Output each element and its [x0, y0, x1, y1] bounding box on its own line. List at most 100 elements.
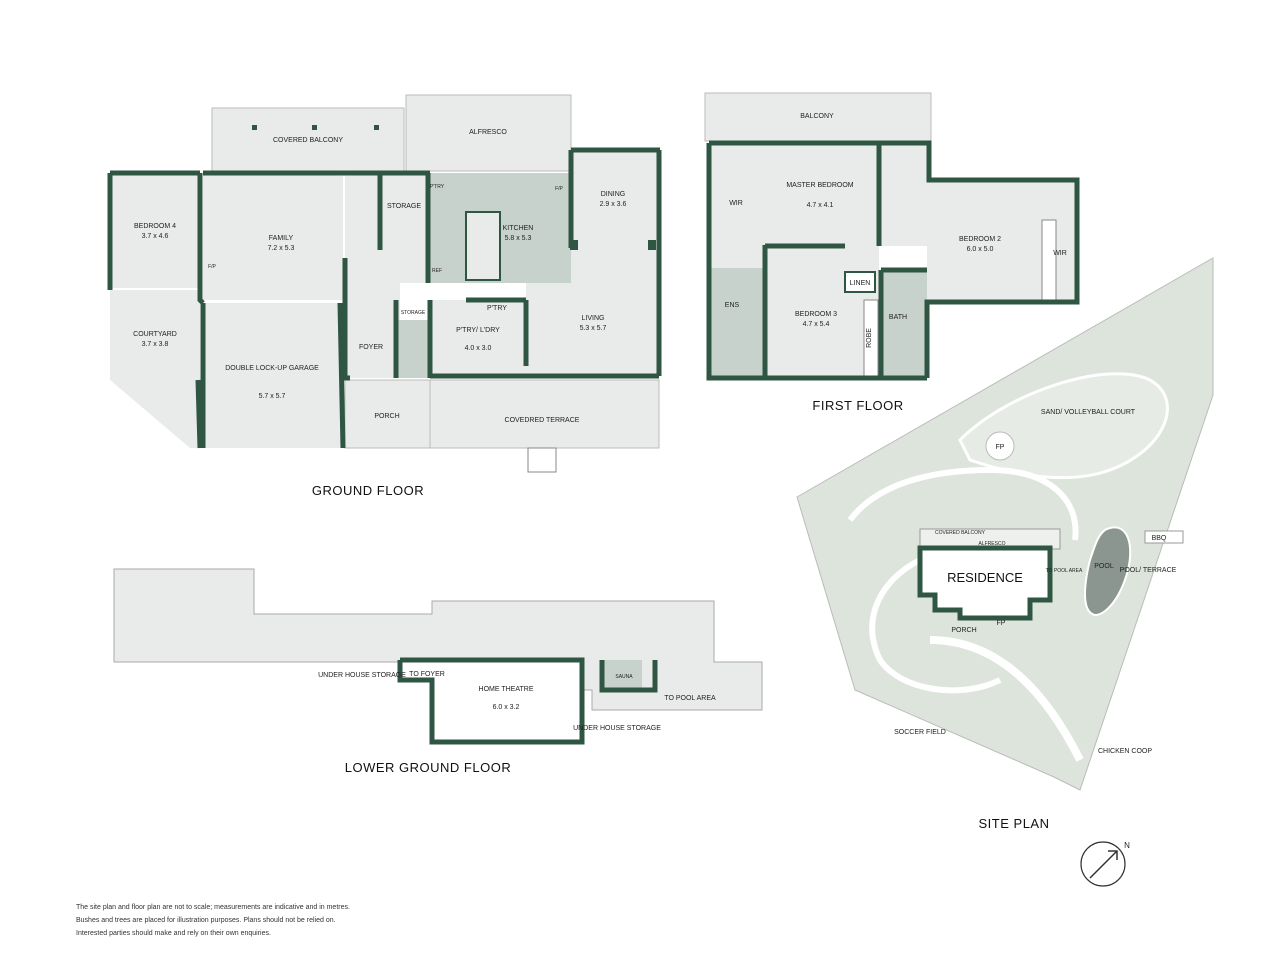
gf-family-label: FAMILY	[269, 235, 294, 242]
ff-ens-room	[709, 268, 765, 376]
gf-storage-label: STORAGE	[387, 203, 421, 210]
ff-wir2-label: WIR	[1053, 250, 1067, 257]
ff-linen-label: LINEN	[850, 280, 871, 287]
gf-bedroom4-label: BEDROOM 4	[134, 223, 176, 230]
ff-master-room	[765, 143, 879, 246]
gf-courtyard-dim: 3.7 x 3.8	[142, 341, 169, 348]
north-arrow-circle	[1080, 841, 1126, 887]
ground-floor-labels: COVERED BALCONY ALFRESCO BEDROOM 4 3.7 x…	[133, 129, 626, 498]
gf-kitchen-label: KITCHEN	[503, 225, 534, 232]
terrace-area	[429, 379, 660, 449]
ff-bath-room	[881, 270, 927, 376]
gf-ptry-small-label: P'TRY	[430, 184, 445, 190]
gf-porch-label: PORCH	[374, 413, 399, 420]
gf-living-label: LIVING	[582, 315, 605, 322]
gf-ptry-ldry-dim: 4.0 x 3.0	[465, 345, 492, 352]
gf-fp-kitchen-label: F/P	[555, 186, 563, 192]
site-pool	[1084, 526, 1132, 617]
lower-ground-floor-title: LOWER GROUND FLOOR	[345, 760, 511, 775]
gf-storage-small-label: STORAGE	[401, 310, 426, 316]
site-covered-balcony-label: COVERED BALCONY	[935, 530, 986, 536]
ff-robe-label: ROBE	[866, 328, 873, 348]
site-pool-label: POOL	[1094, 563, 1114, 570]
site-plan	[796, 257, 1214, 887]
gf-bedroom4-dim: 3.7 x 4.6	[142, 233, 169, 240]
courtyard-area	[110, 290, 200, 448]
ff-bedroom3-label: BEDROOM 3	[795, 311, 837, 318]
lgf-to-pool-label: TO POOL AREA	[664, 695, 716, 702]
site-chicken-label: CHICKEN COOP	[1098, 748, 1152, 755]
site-to-pool-label: TO POOL AREA	[1046, 568, 1083, 574]
gf-kitchen-dim: 5.8 x 5.3	[505, 235, 532, 242]
gf-ptry-ldry-label: P'TRY/ L'DRY	[456, 327, 500, 334]
gf-ptry-label: P'TRY	[487, 305, 507, 312]
disclaimer-line-3: Interested parties should make and rely …	[76, 930, 271, 937]
site-residence	[917, 545, 1053, 621]
ff-bedroom2-dim: 6.0 x 5.0	[967, 246, 994, 253]
north-label: N	[1124, 841, 1130, 850]
site-fp2-label: FP	[997, 620, 1006, 627]
lower-ground-floor-plan	[113, 568, 763, 745]
gf-foyer-label: FOYER	[359, 344, 383, 351]
gf-dining-dim: 2.9 x 3.6	[600, 201, 627, 208]
ground-floor-title: GROUND FLOOR	[312, 483, 424, 498]
covered-balcony-area	[211, 107, 405, 172]
lgf-to-foyer-label: TO FOYER	[409, 671, 445, 678]
site-fp-circle	[985, 431, 1015, 461]
ff-wir2	[1041, 219, 1057, 303]
alfresco-area	[405, 94, 572, 172]
site-volleyball-label: SAND/ VOLLEYBALL COURT	[1041, 409, 1136, 416]
porch-area	[344, 379, 431, 449]
site-bbq	[1144, 530, 1184, 544]
ff-bedroom3-dim: 4.7 x 5.4	[803, 321, 830, 328]
gf-garage-label: DOUBLE LOCK-UP GARAGE	[225, 365, 319, 372]
ff-ens-label: ENS	[725, 302, 740, 309]
disclaimer-line-1: The site plan and floor plan are not to …	[76, 904, 350, 911]
lower-ground-floor-labels: UNDER HOUSE STORAGE TO FOYER HOME THEATR…	[318, 671, 716, 775]
kitchen-island	[465, 211, 501, 281]
first-floor-title: FIRST FLOOR	[812, 398, 903, 413]
gf-garage-dim: 5.7 x 5.7	[259, 393, 286, 400]
site-bbq-label: BBQ	[1152, 535, 1167, 542]
laundry-room	[430, 300, 526, 376]
first-floor-labels: BALCONY WIR MASTER BEDROOM 4.7 x 4.1 BED…	[725, 113, 1067, 413]
gf-covered-balcony-label: COVERED BALCONY	[273, 137, 343, 144]
site-fp-label: FP	[996, 444, 1005, 451]
site-plan-title: SITE PLAN	[979, 816, 1050, 831]
ff-master-dim: 4.7 x 4.1	[807, 202, 834, 209]
lgf-theatre-label: HOME THEATRE	[479, 686, 534, 693]
site-alfresco-label: ALFRESCO	[979, 541, 1006, 547]
site-soccer-label: SOCCER FIELD	[894, 729, 946, 736]
first-floor-plan	[704, 92, 1080, 381]
ff-bath-label: BATH	[889, 314, 907, 321]
ff-master-label: MASTER BEDROOM	[786, 182, 853, 189]
gf-ref-label: REF	[432, 268, 442, 274]
storage-room	[345, 173, 430, 283]
site-pool-terrace-label: POOL/ TERRACE	[1120, 567, 1177, 574]
gf-family-dim: 7.2 x 5.3	[268, 245, 295, 252]
gf-dining-label: DINING	[601, 191, 626, 198]
bedroom4-room	[110, 173, 200, 288]
lgf-sauna-label: SAUNA	[615, 674, 633, 680]
gf-living-dim: 5.3 x 5.7	[580, 325, 607, 332]
disclaimer-line-2: Bushes and trees are placed for illustra…	[76, 917, 336, 924]
lgf-theatre-dim: 6.0 x 3.2	[493, 704, 520, 711]
ff-balcony-label: BALCONY	[800, 113, 834, 120]
ground-floor-plan	[107, 94, 662, 473]
ff-balcony-area	[704, 92, 932, 142]
gf-alfresco-label: ALFRESCO	[469, 129, 507, 136]
gf-fp-label: F/P	[208, 264, 216, 270]
ff-linen-cupboard	[844, 271, 876, 293]
garage-room	[203, 303, 343, 448]
lgf-sauna	[602, 660, 642, 688]
foyer-room	[345, 283, 400, 378]
gf-courtyard-label: COURTYARD	[133, 331, 177, 338]
dining-living-room	[571, 150, 659, 376]
site-porch-label: PORCH	[951, 627, 976, 634]
ff-bedroom2-label: BEDROOM 2	[959, 236, 1001, 243]
ff-wir-room	[709, 143, 765, 268]
ff-wir-label: WIR	[729, 200, 743, 207]
ff-stair	[879, 143, 927, 246]
family-room	[203, 173, 343, 300]
